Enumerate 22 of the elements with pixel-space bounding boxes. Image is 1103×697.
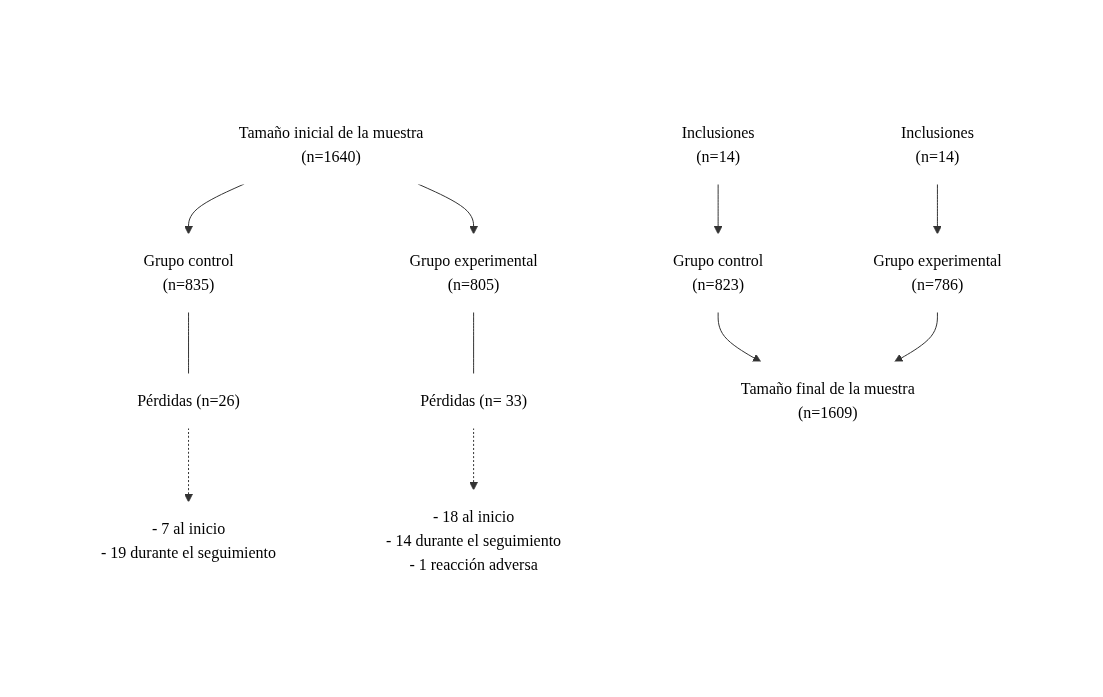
node-text: Inclusiones (n=14)	[901, 123, 975, 165]
connector	[473, 311, 475, 374]
node-text: Pérdidas (n= 33)	[420, 391, 528, 409]
arrow	[184, 183, 245, 234]
node-text: Grupo experimental (n=786)	[873, 251, 1002, 293]
node-text: Pérdidas (n=26)	[137, 391, 241, 409]
node-text: Inclusiones (n=14)	[681, 123, 755, 165]
node-text: Tamaño inicial de la muestra (n=1640)	[238, 123, 424, 165]
node-text: Grupo control (n=823)	[673, 251, 764, 293]
arrow	[469, 427, 479, 490]
arrow	[717, 311, 762, 362]
arrow	[417, 183, 479, 234]
node-text: - 7 al inicio - 19 durante el seguimiento	[101, 519, 277, 561]
arrow	[933, 183, 942, 234]
node-text: Grupo experimental (n=805)	[409, 251, 538, 293]
arrow	[894, 311, 939, 362]
connector	[188, 311, 190, 374]
arrow	[713, 183, 723, 234]
node-text: - 18 al inicio - 14 durante el seguimiento - 1 reacción adversa	[386, 507, 562, 573]
arrow	[184, 427, 194, 502]
node-text: Tamaño final de la muestra (n=1609)	[740, 379, 915, 421]
node-text: Grupo control (n=835)	[143, 251, 234, 293]
